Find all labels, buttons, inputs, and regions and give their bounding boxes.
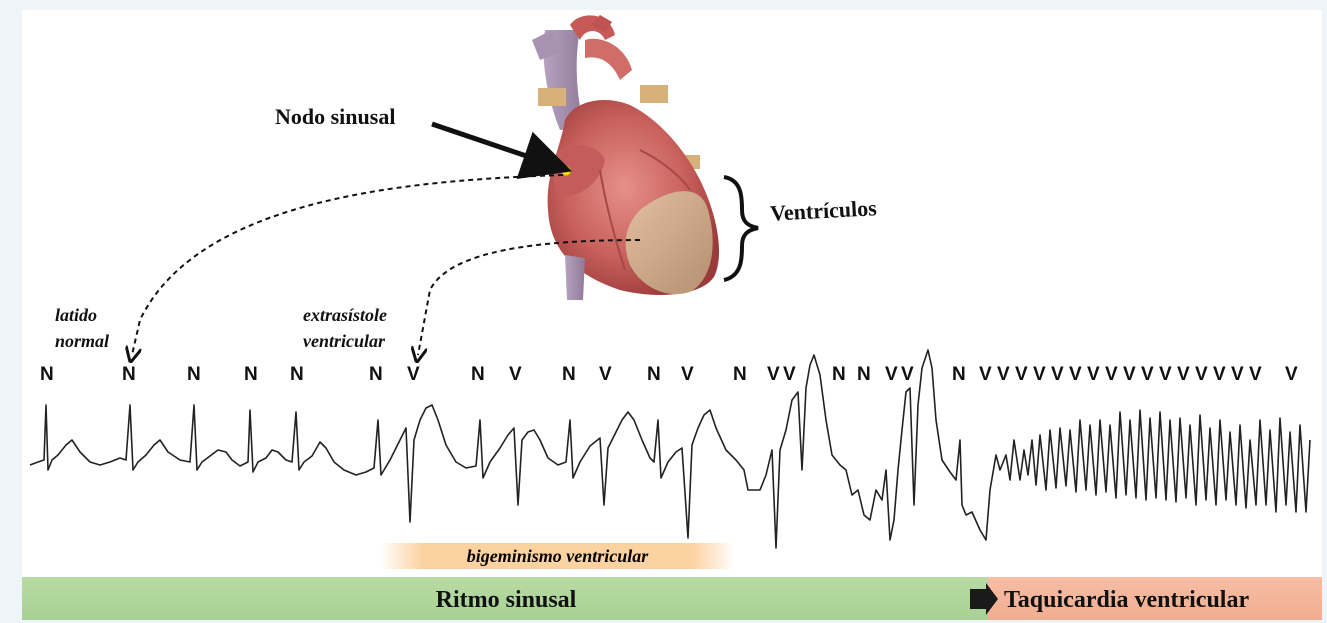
taquicardia-bar: Taquicardia ventricular [988,577,1322,620]
extra-line1: extrasístole [303,302,387,328]
beat-label: N [290,364,304,386]
beat-label: N [187,364,201,386]
beat-label: V [1159,364,1172,386]
beat-label: V [1087,364,1100,386]
beat-label: V [1195,364,1208,386]
beat-label: V [767,364,780,386]
arrow-icon [432,124,553,165]
beat-label: V [1141,364,1154,386]
beat-label: N [562,364,576,386]
beat-label: V [997,364,1010,386]
brace-icon [724,177,758,280]
ventriculos-label: Ventrículos [769,195,877,227]
beat-label: N [122,364,136,386]
beat-label: V [1249,364,1262,386]
heart-illustration [532,15,719,300]
latido-line2: normal [55,328,109,354]
latido-normal-label: latido normal [55,302,109,354]
beat-label: V [1051,364,1064,386]
extrasistole-label: extrasístole ventricular [303,302,387,354]
beat-label: N [40,364,54,386]
transition-arrow-icon [970,583,1000,615]
beat-label: V [1123,364,1136,386]
beat-label: V [1177,364,1190,386]
beat-label: V [901,364,914,386]
beat-label: V [1033,364,1046,386]
extra-line2: ventricular [303,328,387,354]
latido-line1: latido [55,302,109,328]
beat-label: V [1015,364,1028,386]
beat-label: N [471,364,485,386]
beat-annotation-row: N N N N N N V N V N V N V N V V N N V V … [0,364,1327,394]
ritmo-sinusal-bar: Ritmo sinusal [22,577,990,620]
beat-label: V [1069,364,1082,386]
beat-label: V [783,364,796,386]
beat-label: V [1285,364,1298,386]
beat-label: V [1231,364,1244,386]
beat-label: N [832,364,846,386]
bigeminismo-label: bigeminismo ventricular [380,543,735,569]
beat-label: V [407,364,420,386]
beat-label: N [857,364,871,386]
beat-label: V [509,364,522,386]
ritmo-sinusal-label: Ritmo sinusal [22,577,990,623]
beat-label: V [1105,364,1118,386]
beat-label: V [681,364,694,386]
nodo-sinusal-label: Nodo sinusal [275,104,395,130]
beat-label: N [733,364,747,386]
beat-label: N [952,364,966,386]
beat-label: N [369,364,383,386]
beat-label: N [647,364,661,386]
beat-label: V [979,364,992,386]
beat-label: V [599,364,612,386]
beat-label: V [885,364,898,386]
beat-label: V [1213,364,1226,386]
taquicardia-label: Taquicardia ventricular [1004,577,1249,623]
beat-label: N [244,364,258,386]
